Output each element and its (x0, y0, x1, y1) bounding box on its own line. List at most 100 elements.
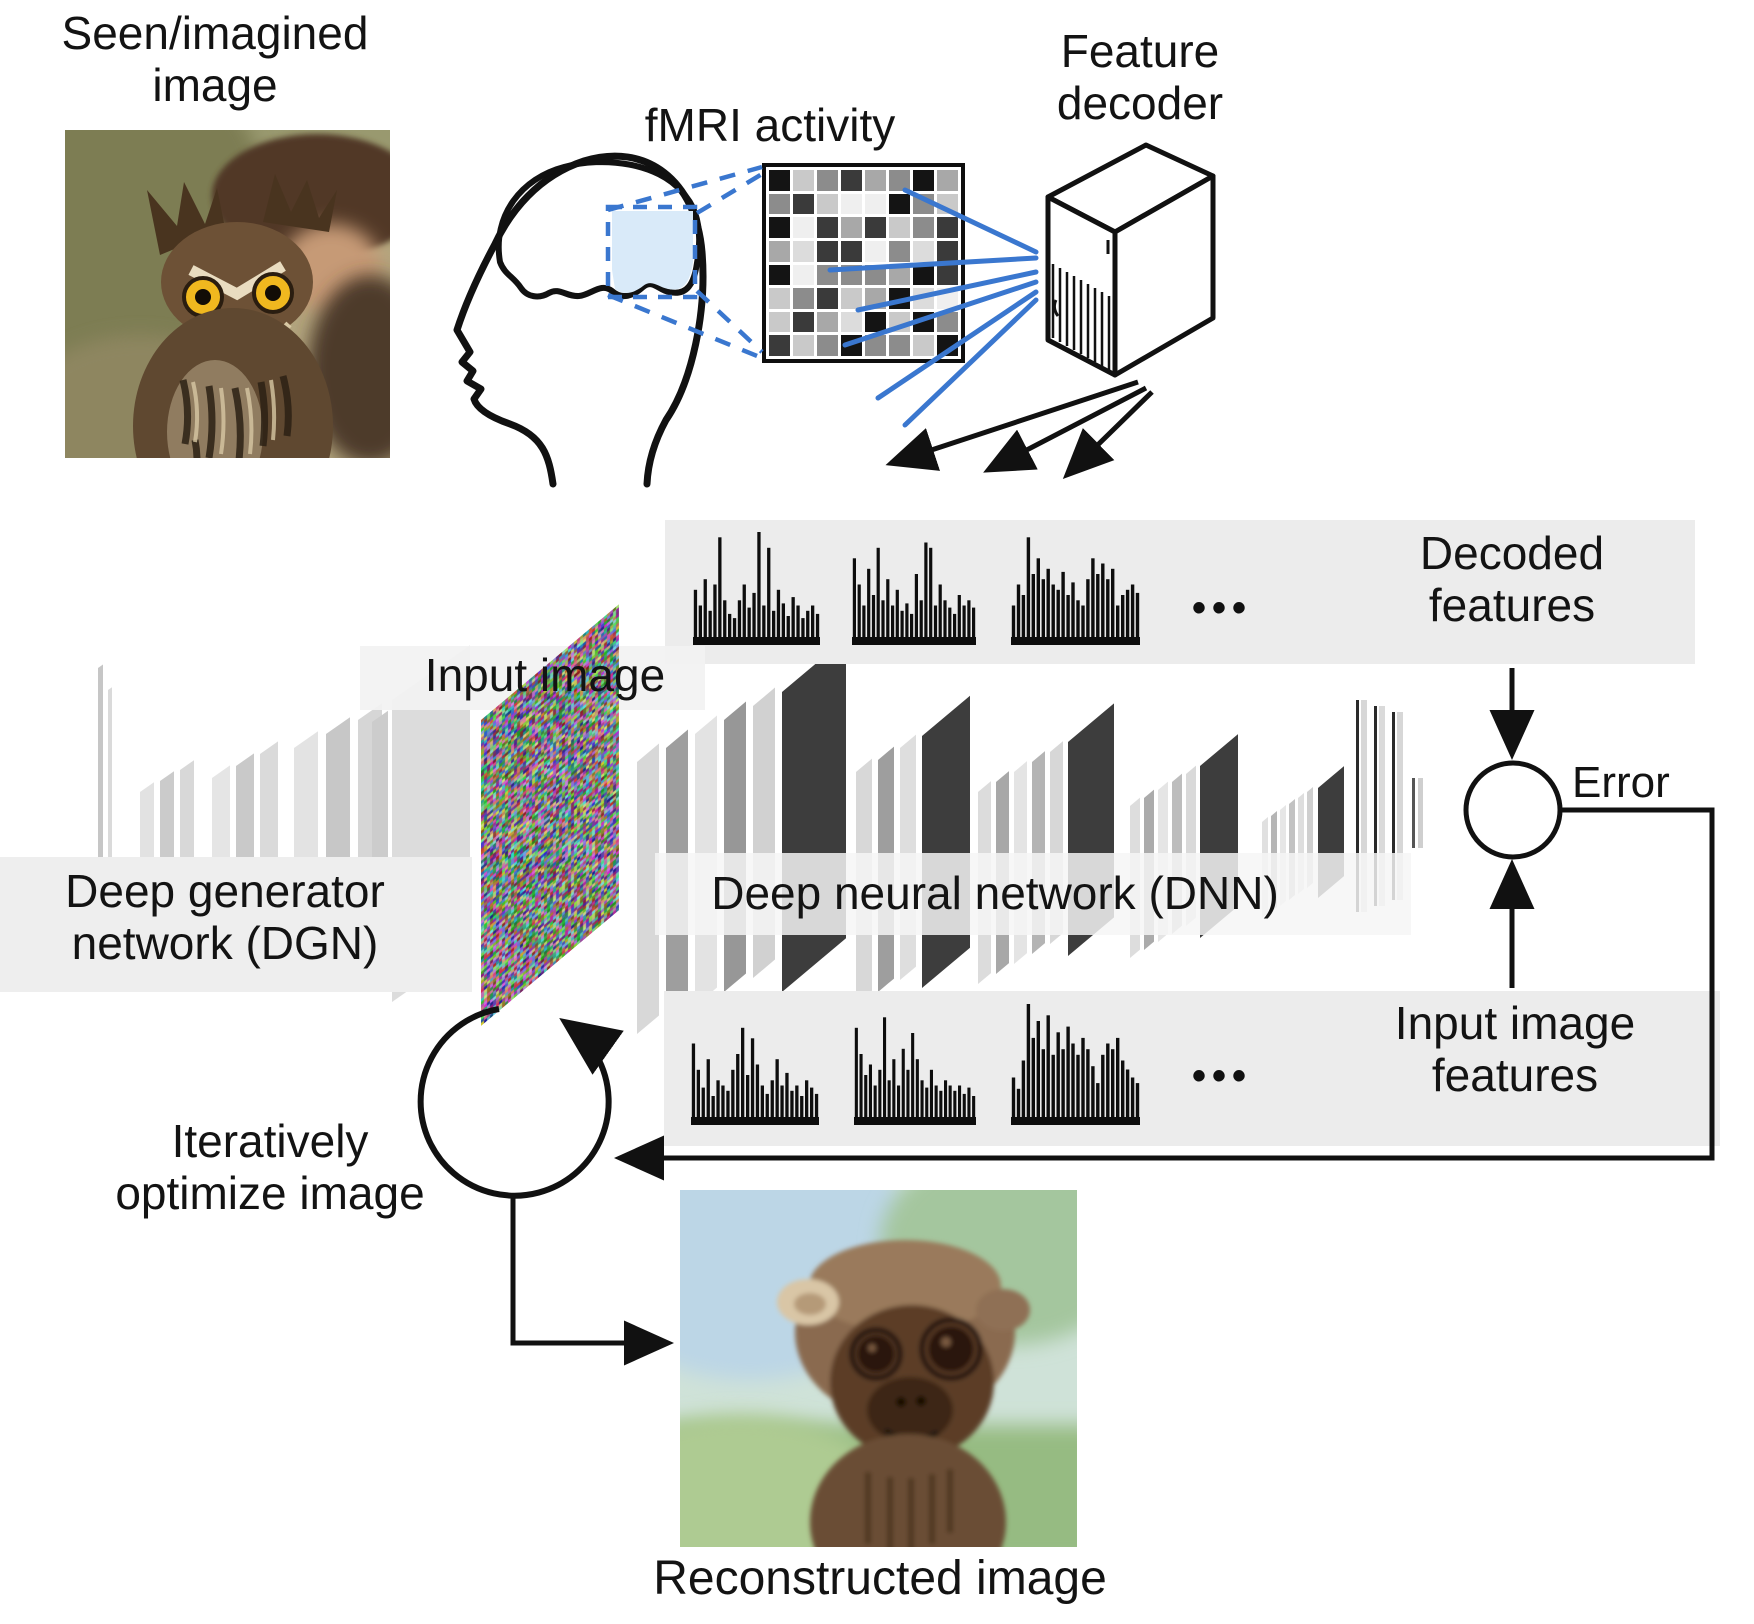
network-layer-card (1374, 706, 1377, 906)
voxel-cell (841, 311, 862, 333)
voxel-cell (793, 170, 814, 191)
voxel-cell (793, 240, 814, 262)
voxel-cell (769, 288, 790, 309)
voxel-cell (769, 193, 790, 215)
voxel-cell (937, 240, 958, 262)
head-profile-icon (453, 152, 707, 488)
voxel-cell (865, 170, 886, 191)
voxel-cell (913, 217, 934, 238)
voxel-cell (817, 311, 838, 333)
input-image-label: Input image (424, 649, 666, 701)
network-layer-card (1412, 778, 1415, 848)
voxel-cell (793, 288, 814, 309)
monkey-illustration (680, 1190, 1077, 1547)
monkey-face (777, 1240, 1030, 1547)
input-ellipsis-icon: ••• (1192, 1054, 1253, 1098)
input-features-band (664, 991, 1720, 1146)
owl-illustration (65, 130, 390, 458)
voxel-cell (865, 335, 886, 356)
voxel-cell (913, 335, 934, 356)
fmri-activity-label: fMRI activity (644, 99, 896, 151)
voxel-cell (913, 264, 934, 286)
network-layer-card (1356, 700, 1359, 912)
voxel-cell (793, 217, 814, 238)
voxel-cell (841, 217, 862, 238)
decoded-feature-histogram-1 (693, 532, 820, 645)
reconstructed-image-label: Reconstructed image (653, 1552, 1107, 1605)
head-outline (453, 152, 707, 488)
input-feature-histogram-2 (854, 1017, 976, 1125)
voxel-cell (817, 170, 838, 191)
voxel-cell (937, 170, 958, 191)
network-layer-card (1397, 712, 1403, 900)
decoder-vent-lines (1051, 264, 1111, 370)
voxel-cell (769, 311, 790, 333)
optimize-label: Iteratively optimize image (115, 1115, 425, 1219)
voxel-cell (769, 264, 790, 286)
network-layer-card (1379, 706, 1385, 906)
seen-image-label: Seen/imagined image (61, 7, 369, 111)
voxel-cell (889, 217, 910, 238)
voxel-cell (841, 288, 862, 309)
network-layer-card (1392, 712, 1395, 900)
voxel-cell (793, 264, 814, 286)
voxel-cell (769, 335, 790, 356)
voxel-cell (817, 240, 838, 262)
voxel-cell (793, 335, 814, 356)
voxel-cell (865, 217, 886, 238)
network-layer-card (1418, 778, 1423, 848)
voxel-cell (841, 170, 862, 191)
voxel-cell (937, 217, 958, 238)
voxel-cell (889, 335, 910, 356)
input-feature-histogram-1 (691, 1027, 819, 1125)
feature-decoder-label: Feature decoder (1056, 25, 1224, 129)
voxel-cell (937, 311, 958, 333)
error-label: Error (1572, 758, 1670, 807)
voxel-cell (817, 335, 838, 356)
decoded-features-label: Decoded features (1419, 527, 1605, 631)
input-feature-histogram-3 (1011, 1004, 1140, 1125)
voxel-cell (913, 240, 934, 262)
dgn-label-band (0, 857, 472, 992)
voxel-cell (817, 193, 838, 215)
voxel-cell (817, 288, 838, 309)
voxel-cell (769, 240, 790, 262)
reconstructed-image-photo (680, 1190, 1077, 1547)
decoded-feature-histogram-2 (852, 542, 976, 645)
voxel-cell (889, 264, 910, 286)
loop-to-reconstructed-arrow (510, 1196, 674, 1366)
seen-image-photo (65, 130, 390, 458)
grid-to-decoder-lines (827, 187, 1039, 428)
voxel-cell (793, 311, 814, 333)
brain-roi-region (612, 211, 693, 293)
input-features-label: Input image features (1394, 997, 1636, 1101)
voxel-cell (769, 217, 790, 238)
voxel-cell (889, 193, 910, 215)
brain-outline (495, 159, 703, 300)
voxel-cell (913, 170, 934, 191)
error-node (1463, 760, 1563, 860)
feature-decoder-icon (1045, 142, 1216, 378)
voxel-cell (937, 264, 958, 286)
roi-to-grid-dashed-lines (607, 164, 764, 361)
voxel-cell (817, 217, 838, 238)
error-feedback-line (614, 807, 1715, 1181)
decoder-output-arrows (885, 379, 1154, 479)
voxel-cell (865, 311, 886, 333)
voxel-cell (865, 193, 886, 215)
decoded-feature-histogram-3 (1011, 537, 1140, 645)
decoded-features-band (665, 520, 1695, 664)
dgn-label: Deep generator network (DGN) (65, 865, 385, 969)
network-layer-card (1361, 700, 1367, 912)
dnn-label-band (655, 853, 1411, 935)
voxel-cell (769, 170, 790, 191)
voxel-cell (841, 193, 862, 215)
voxel-cell (793, 193, 814, 215)
decoded-ellipsis-icon: ••• (1192, 586, 1253, 630)
owl (133, 174, 337, 458)
voxel-cell (889, 170, 910, 191)
voxel-cell (889, 240, 910, 262)
voxel-cell (865, 240, 886, 262)
voxel-cell (841, 240, 862, 262)
